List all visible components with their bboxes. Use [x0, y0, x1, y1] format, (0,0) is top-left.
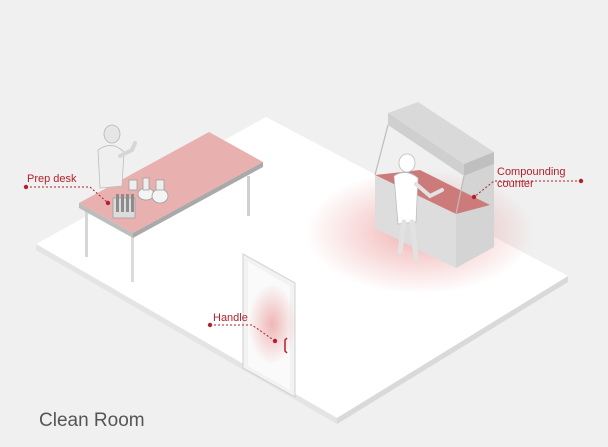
callout-leaders [23, 178, 584, 344]
page-title: Clean Room [39, 410, 145, 431]
prep-desk-label: Prep desk [27, 173, 77, 185]
compounding-counter-label: Compounding counter [497, 166, 566, 190]
handle-label: Handle [213, 312, 248, 324]
handle-glow [248, 284, 296, 364]
door-handle [284, 337, 288, 354]
worker-counter [393, 153, 444, 261]
lab-equipment [112, 177, 169, 219]
worker-prep [97, 124, 137, 189]
